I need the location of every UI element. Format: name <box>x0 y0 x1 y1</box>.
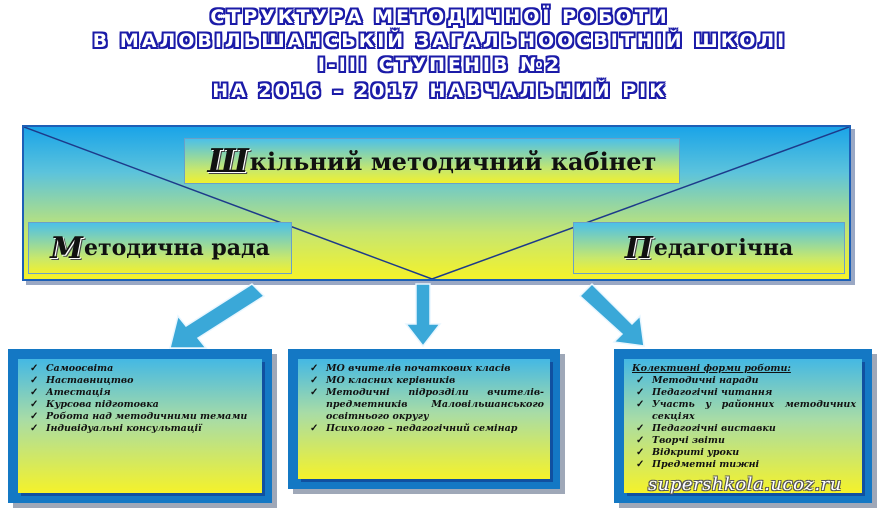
rada-initial: М <box>50 230 83 266</box>
list-item: Предметні тижні <box>636 459 856 471</box>
list-item: Наставництво <box>30 375 256 387</box>
arrow-left-icon <box>169 283 266 349</box>
list-item: Творчі звіти <box>636 435 856 447</box>
card-middle-content: МО вчителів початкових класів МО класних… <box>298 359 550 479</box>
list-item: Методичні підрозділи вчителів-предметник… <box>310 387 544 423</box>
list-item: Педагогічні читання <box>636 387 856 399</box>
list-item: МО вчителів початкових класів <box>310 363 544 375</box>
card-collective-forms: Колективні форми роботи: Методичні нарад… <box>614 349 872 503</box>
panel-v-lines <box>24 127 849 279</box>
list-item: Атестація <box>30 387 256 399</box>
title-line-2: в Маловільшанській загальноосвітній школ… <box>92 30 788 52</box>
ped-initial: П <box>624 230 653 266</box>
arrow-right-icon <box>578 282 645 347</box>
title-line-3: І-ІІІ ступенів №2 <box>317 54 563 76</box>
card-right-heading: Колективні форми роботи: <box>632 363 791 374</box>
list-item: Робота над методичними темами <box>30 411 256 423</box>
list-item: Індивідуальні консультації <box>30 423 256 435</box>
card-group-forms: МО вчителів початкових класів МО класних… <box>288 349 560 489</box>
ped-label: едагогічна <box>653 235 794 261</box>
card-individual-forms: Самоосвіта Наставництво Атестація Курсов… <box>8 349 272 503</box>
card-left-content: Самоосвіта Наставництво Атестація Курсов… <box>18 359 262 493</box>
list-item: Методичні наради <box>636 375 856 387</box>
list-item: Самоосвіта <box>30 363 256 375</box>
cabinet-label: кільний методичний кабінет <box>249 146 657 176</box>
list-item: Психолого – педагогічний семінар <box>310 423 544 435</box>
list-item: Відкриті уроки <box>636 447 856 459</box>
title-line-1: Структура методичної роботи <box>210 6 670 28</box>
title-line-4: на 2016 – 2017 навчальний рік <box>212 80 668 102</box>
list-item: Курсова підготовка <box>30 399 256 411</box>
list-item: МО класних керівників <box>310 375 544 387</box>
cabinet-initial: Ш <box>207 142 249 180</box>
watermark: supershkola.ucoz.ru <box>648 474 842 495</box>
list-item: Педагогічні виставки <box>636 423 856 435</box>
list-item: Участь у районних методичних секціях <box>636 399 856 423</box>
card-right-content: Колективні форми роботи: Методичні нарад… <box>624 359 862 493</box>
rada-label: етодична рада <box>83 235 270 261</box>
arrow-down-icon <box>404 283 442 348</box>
